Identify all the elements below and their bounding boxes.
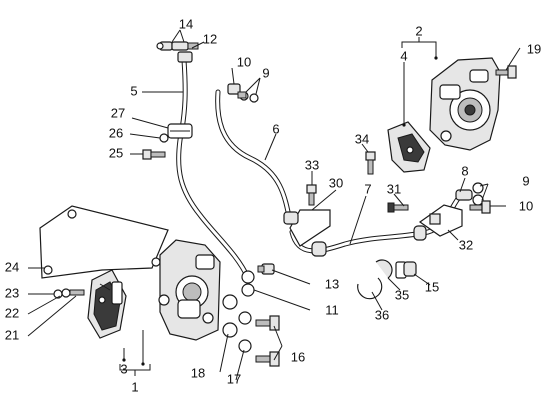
callout-16: 16 xyxy=(291,349,305,364)
callout-9-top: 9 xyxy=(262,65,269,80)
bolt-34 xyxy=(365,151,376,175)
bolt-25 xyxy=(142,149,166,160)
bolt-16a xyxy=(255,315,280,331)
washer-11b xyxy=(241,283,255,297)
callout-27: 27 xyxy=(111,105,125,120)
callout-30: 30 xyxy=(329,175,343,190)
callout-31: 31 xyxy=(387,181,401,196)
caliper-bracket-24 xyxy=(39,205,169,279)
callout-32: 32 xyxy=(459,237,473,252)
callout-4: 4 xyxy=(400,48,407,63)
banjo-fitting-top-mid xyxy=(227,83,259,103)
callout-1: 1 xyxy=(131,379,138,394)
leader-lines xyxy=(27,29,521,381)
callout-33: 33 xyxy=(305,157,319,172)
washer-18b xyxy=(222,322,238,338)
brake-hose-front xyxy=(176,57,251,281)
callout-11: 11 xyxy=(325,302,339,317)
callout-17: 17 xyxy=(227,371,241,386)
callout-22: 22 xyxy=(5,305,19,320)
brake-caliper-rear xyxy=(429,57,501,151)
hose-clip xyxy=(167,123,193,139)
brake-caliper-front xyxy=(158,239,221,341)
brake-hose-rear xyxy=(215,89,293,225)
callout-34: 34 xyxy=(355,131,369,146)
callout-35: 35 xyxy=(395,287,409,302)
callout-9-right: 9 xyxy=(522,173,529,188)
callout-2: 2 xyxy=(415,23,422,38)
callout-10-top: 10 xyxy=(237,54,251,69)
callout-26: 26 xyxy=(109,125,123,140)
callout-23: 23 xyxy=(5,285,19,300)
callout-13: 13 xyxy=(325,276,339,291)
hose-end-8 xyxy=(455,189,473,201)
callout-24: 24 xyxy=(5,259,19,274)
callout-18: 18 xyxy=(191,365,205,380)
brake-pads-front xyxy=(87,269,127,339)
washer-9a xyxy=(472,182,484,194)
callout-7: 7 xyxy=(364,181,371,196)
pin-21 xyxy=(69,289,85,296)
hose-bracket-32 xyxy=(418,204,463,237)
bolt-10-right xyxy=(469,200,491,214)
hose-bracket-30 xyxy=(283,209,331,247)
clamp-15 xyxy=(403,261,417,277)
callout-10-right: 10 xyxy=(519,198,533,213)
callout-19: 19 xyxy=(527,41,541,56)
callout-labels: 1 2 3 4 5 6 7 8 9 9 10 10 11 12 13 14 15… xyxy=(5,16,541,394)
bolt-33 xyxy=(306,184,317,206)
callout-5: 5 xyxy=(130,83,137,98)
callout-12: 12 xyxy=(203,31,217,46)
bolt-19 xyxy=(495,65,517,79)
callout-36: 36 xyxy=(375,307,389,322)
callout-3: 3 xyxy=(120,361,127,376)
brake-pads-rear xyxy=(387,121,431,173)
ring-36 xyxy=(357,277,383,300)
callout-21: 21 xyxy=(5,327,19,342)
bolt-13 xyxy=(257,263,275,275)
grommet-b xyxy=(413,225,427,241)
washer-22 xyxy=(61,288,71,298)
callout-6: 6 xyxy=(272,121,279,136)
washer-17b xyxy=(238,339,252,353)
clip-35 xyxy=(375,259,407,279)
grommet-a xyxy=(311,241,327,257)
bolt-16b xyxy=(255,351,280,367)
callout-14: 14 xyxy=(179,16,193,31)
bracket-2 xyxy=(401,41,437,48)
washer-11a xyxy=(241,270,255,284)
callout-8: 8 xyxy=(461,163,468,178)
washer-26 xyxy=(159,133,169,143)
washer-18a xyxy=(222,294,238,310)
screw-31 xyxy=(387,202,409,213)
banjo-fitting-top-left xyxy=(156,41,199,63)
washer-17a xyxy=(238,311,252,325)
callout-15: 15 xyxy=(425,279,439,294)
callout-25: 25 xyxy=(109,145,123,160)
